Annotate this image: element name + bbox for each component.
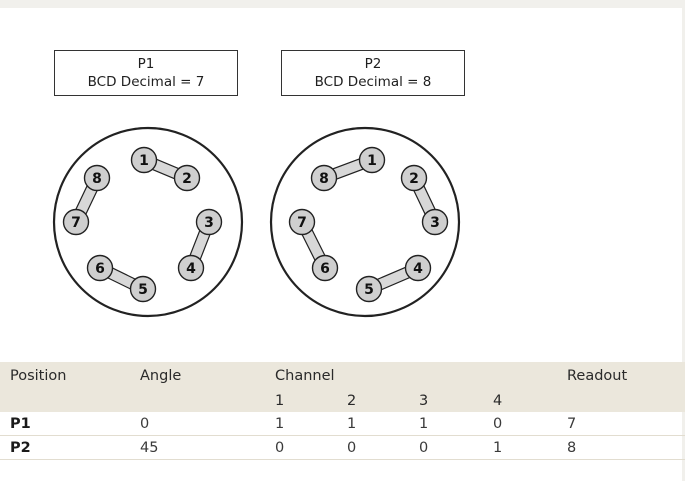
pin-6 bbox=[86, 254, 114, 282]
pin-label: 8 bbox=[319, 171, 329, 187]
row-channel-2: 1 bbox=[337, 412, 409, 436]
pin-3 bbox=[195, 208, 223, 236]
pin-1 bbox=[358, 146, 386, 174]
pin-2 bbox=[173, 164, 201, 192]
p2-name: P2 bbox=[364, 56, 382, 72]
pin-label: 7 bbox=[71, 215, 81, 231]
pin-label: 6 bbox=[320, 261, 330, 277]
row-angle: 0 bbox=[130, 412, 265, 436]
table-subheader-row: 1 2 3 4 bbox=[0, 390, 685, 412]
pin-8 bbox=[83, 164, 111, 192]
header-angle: Angle bbox=[130, 362, 265, 390]
p2-label-box: P2 BCD Decimal = 8 bbox=[281, 50, 465, 96]
pin-label: 4 bbox=[186, 261, 196, 277]
encoder-disc-diagram: 1 2 3 4 5 6 7 8 1 2 3 4 5 6 7 8 bbox=[52, 126, 461, 318]
pin-5 bbox=[129, 275, 157, 303]
row-channel-4: 1 bbox=[483, 435, 557, 460]
p1-name: P1 bbox=[137, 56, 155, 72]
table-row: P1 0 1 1 1 0 7 bbox=[0, 412, 685, 436]
row-readout: 8 bbox=[557, 435, 685, 460]
row-channel-4: 0 bbox=[483, 412, 557, 436]
pin-label: 4 bbox=[413, 261, 423, 277]
row-channel-1: 1 bbox=[265, 412, 337, 436]
row-readout: 7 bbox=[557, 412, 685, 436]
pin-label: 3 bbox=[204, 215, 214, 231]
header-position: Position bbox=[0, 362, 130, 390]
pin-3 bbox=[421, 208, 449, 236]
row-channel-2: 0 bbox=[337, 435, 409, 460]
row-position: P1 bbox=[0, 412, 130, 436]
top-frame-bar bbox=[0, 0, 685, 8]
pin-label: 3 bbox=[430, 215, 440, 231]
table-header-row: Position Angle Channel Readout bbox=[0, 362, 685, 390]
pin-label: 5 bbox=[364, 282, 374, 298]
pin-4 bbox=[177, 254, 205, 282]
row-channel-3: 0 bbox=[409, 435, 483, 460]
row-angle: 45 bbox=[130, 435, 265, 460]
pin-5 bbox=[355, 275, 383, 303]
pin-label: 5 bbox=[138, 282, 148, 298]
header-channel: Channel bbox=[265, 362, 557, 390]
pin-label: 2 bbox=[182, 171, 192, 187]
pin-4 bbox=[404, 254, 432, 282]
pin-6 bbox=[311, 254, 339, 282]
p1-disc: 1 2 3 4 5 6 7 8 bbox=[52, 126, 244, 318]
pin-label: 7 bbox=[297, 215, 307, 231]
p1-caption: BCD Decimal = 7 bbox=[87, 74, 205, 90]
pin-label: 6 bbox=[95, 261, 105, 277]
position-table: Position Angle Channel Readout 1 2 3 4 P… bbox=[0, 362, 685, 460]
pin-1 bbox=[130, 146, 158, 174]
row-position: P2 bbox=[0, 435, 130, 460]
channel-1-header: 1 bbox=[265, 390, 337, 412]
pin-2 bbox=[400, 164, 428, 192]
table-row: P2 45 0 0 0 1 8 bbox=[0, 435, 685, 460]
right-frame-bar bbox=[682, 0, 685, 481]
pin-label: 1 bbox=[139, 153, 149, 169]
p2-disc: 1 2 3 4 5 6 7 8 bbox=[269, 126, 461, 318]
pin-8 bbox=[310, 164, 338, 192]
pin-7 bbox=[62, 208, 90, 236]
pin-label: 2 bbox=[409, 171, 419, 187]
p1-label-box: P1 BCD Decimal = 7 bbox=[54, 50, 238, 96]
pin-label: 8 bbox=[92, 171, 102, 187]
row-channel-1: 0 bbox=[265, 435, 337, 460]
channel-3-header: 3 bbox=[409, 390, 483, 412]
p2-caption: BCD Decimal = 8 bbox=[314, 74, 432, 90]
pin-label: 1 bbox=[367, 153, 377, 169]
header-readout: Readout bbox=[557, 362, 685, 390]
pin-7 bbox=[288, 208, 316, 236]
channel-4-header: 4 bbox=[483, 390, 557, 412]
row-channel-3: 1 bbox=[409, 412, 483, 436]
channel-2-header: 2 bbox=[337, 390, 409, 412]
